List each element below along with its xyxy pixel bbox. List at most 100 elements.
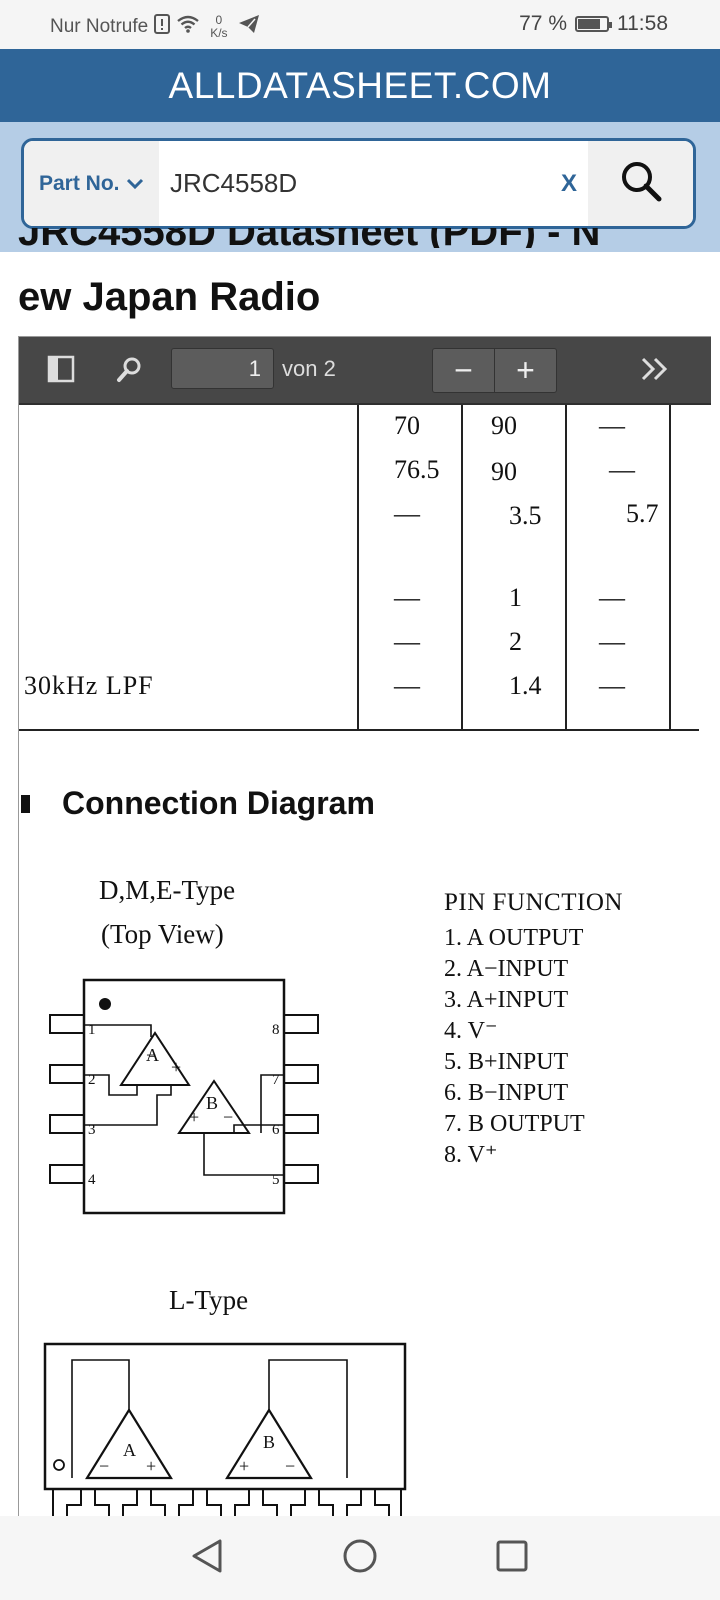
back-triangle-icon [190, 1538, 224, 1579]
svg-text:+: + [171, 1057, 181, 1077]
table-cell: 70 [394, 411, 420, 440]
status-right: 77 % 11:58 [519, 12, 668, 36]
table-cell: 90 [491, 411, 517, 440]
dip-package-diagram: − + + − [49, 978, 319, 1215]
svg-text:−: − [146, 1045, 156, 1065]
zoom-out-button[interactable]: − [433, 349, 495, 392]
section-title: Connection Diagram [62, 785, 375, 821]
clear-search-button[interactable]: X [560, 169, 577, 197]
table-cell: 5.7 [626, 499, 659, 528]
table-bottom-rule [19, 729, 699, 731]
pin-label: 1 [88, 1022, 96, 1038]
table-column-line [565, 405, 567, 731]
battery-icon [575, 16, 612, 32]
pin-function-item: 1. A OUTPUT [444, 925, 584, 951]
table-cell: 2 [509, 627, 522, 656]
find-icon[interactable] [113, 351, 145, 387]
table-row: — 1 — [19, 577, 699, 621]
table-row: — 2 — [19, 621, 699, 665]
section-bullet [21, 795, 30, 813]
pin-label: 2 [88, 1072, 96, 1088]
recents-button[interactable] [477, 1516, 547, 1600]
carrier-text: Nur Notrufe [50, 16, 149, 37]
recents-square-icon [495, 1539, 529, 1578]
table-cell: — [599, 671, 625, 700]
status-bar: Nur Notrufe 0 K/s 77 % 11:58 [0, 0, 720, 49]
svg-text:+: + [146, 1456, 156, 1476]
table-cell: 76.5 [394, 455, 440, 484]
pin-function-item: 2. A−INPUT [444, 956, 569, 982]
pin-function-item: 8. V⁺ [444, 1142, 498, 1168]
table-row: 76.5 90 — [19, 449, 699, 493]
ltype-label: L-Type [169, 1285, 249, 1315]
table-cell: — [394, 583, 420, 612]
svg-text:+: + [239, 1456, 249, 1476]
table-row: 30kHz LPF — 1.4 — [19, 665, 699, 709]
network-speed: 0 K/s [210, 14, 227, 40]
table-cell: 1 [509, 583, 522, 612]
search-bar-area: Part No. JRC4558D X [0, 122, 720, 252]
battery-fill [578, 19, 600, 29]
amp-a-label: A [146, 1045, 159, 1065]
dip-type-label: D,M,E-Type [99, 875, 236, 905]
chevron-down-icon [126, 172, 144, 196]
pin-function-item: 4. V⁻ [444, 1018, 498, 1044]
telegram-icon [238, 14, 260, 40]
search-icon [619, 159, 663, 208]
amp-b-label: B [206, 1093, 219, 1113]
zoom-in-button[interactable]: + [516, 352, 535, 388]
speed-unit: K/s [210, 26, 228, 40]
back-button[interactable] [172, 1516, 242, 1600]
pin-label: 8 [272, 1022, 280, 1038]
double-chevron-right-icon[interactable] [637, 351, 673, 387]
home-circle-icon [342, 1538, 378, 1579]
home-button[interactable] [325, 1516, 395, 1600]
battery-percent: 77 % [519, 12, 567, 35]
ltype-amp-b-label: B [263, 1432, 276, 1452]
sim-alert-icon [154, 14, 171, 40]
table-cell: — [599, 583, 625, 612]
page-title-clipped: JRC4558D Datasheet (PDF) - N [0, 228, 720, 248]
pin-function-item: 5. B+INPUT [444, 1049, 569, 1075]
page-count: von 2 [282, 356, 336, 381]
page-title-line1: JRC4558D Datasheet (PDF) - N [18, 228, 600, 248]
sidebar-toggle-icon[interactable] [45, 351, 77, 387]
pin-function-title: PIN FUNCTION [444, 889, 623, 916]
svg-text:−: − [99, 1456, 109, 1476]
pin-label: 6 [272, 1122, 280, 1138]
table-column-line [357, 405, 359, 731]
svg-text:−: − [223, 1107, 233, 1127]
pin-function-item: 3. A+INPUT [444, 987, 569, 1013]
wifi-icon [176, 14, 200, 40]
clock: 11:58 [617, 12, 668, 35]
ltype-package-diagram: − + + − [43, 1342, 407, 1517]
page-number-input[interactable]: 1 [171, 348, 274, 389]
table-cell: 3.5 [509, 501, 542, 530]
pin-function-item: 6. B−INPUT [444, 1080, 569, 1106]
table-cell: 1.4 [509, 671, 542, 700]
pdf-viewer[interactable]: 1 von 2 − + 70 90 — 76.5 90 — — 3.5 [18, 336, 711, 1518]
site-logo-text[interactable]: ALLDATASHEET.COM [168, 64, 552, 106]
svg-text:−: − [285, 1456, 295, 1476]
zoom-controls: − + [432, 348, 557, 393]
pin-label: 4 [88, 1172, 96, 1188]
category-select[interactable]: Part No. [24, 141, 159, 226]
category-select-label: Part No. [39, 171, 120, 195]
search-box: Part No. JRC4558D X [21, 138, 696, 229]
ltype-amp-a-label: A [123, 1440, 136, 1460]
pin-label: 5 [272, 1172, 280, 1188]
table-cell: — [609, 455, 635, 484]
pin-label: 3 [88, 1122, 96, 1138]
page-title-line2: ew Japan Radio [18, 275, 321, 319]
table-cell: — [394, 671, 420, 700]
search-input[interactable]: JRC4558D [170, 168, 298, 198]
dip-view-label: (Top View) [101, 919, 224, 949]
table-cell: — [394, 499, 420, 528]
site-header[interactable]: ALLDATASHEET.COM [0, 49, 720, 122]
table-cell: — [599, 627, 625, 656]
table-column-line [669, 405, 671, 731]
search-button[interactable] [588, 141, 693, 226]
table-row: 70 90 — [19, 405, 699, 449]
system-nav-bar [0, 1516, 720, 1600]
svg-text:+: + [189, 1107, 199, 1127]
